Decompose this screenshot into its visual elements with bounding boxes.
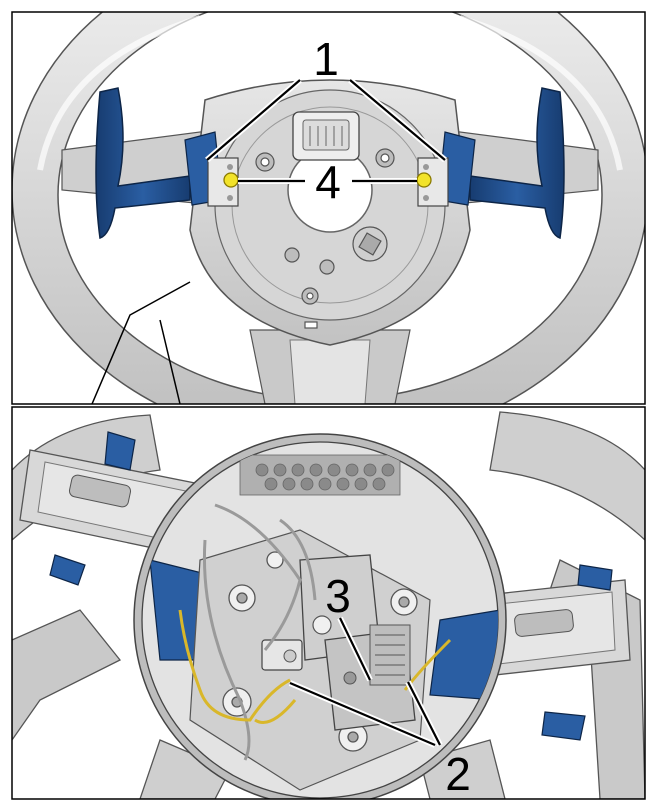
paddle-screws bbox=[223, 172, 432, 188]
zoom-indicator bbox=[91, 281, 191, 404]
callout-2: 2 bbox=[445, 748, 471, 800]
bottom-panel: 3 2 bbox=[12, 407, 645, 800]
callout-3: 3 bbox=[325, 570, 351, 622]
hub-fastener-holes bbox=[255, 148, 395, 329]
hub-interior bbox=[149, 454, 498, 791]
mounting-bosses bbox=[222, 551, 418, 752]
control-unit bbox=[299, 554, 416, 731]
wheel-hub bbox=[189, 79, 471, 346]
top-panel: 1 4 bbox=[12, 12, 645, 404]
callout-4: 4 bbox=[315, 156, 341, 208]
wire-connector bbox=[261, 639, 303, 671]
right-shift-paddle bbox=[417, 87, 565, 239]
wiring-harness bbox=[202, 503, 317, 761]
leader-lines-3 bbox=[337, 616, 373, 682]
left-paddle-screw bbox=[223, 172, 239, 188]
right-paddle-screw bbox=[416, 172, 432, 188]
callout-1: 1 bbox=[313, 33, 339, 85]
bottom-panel-frame bbox=[11, 406, 646, 800]
connector-block bbox=[292, 111, 360, 161]
honeycomb-grille bbox=[239, 454, 401, 496]
top-panel-frame bbox=[11, 11, 646, 405]
leader-lines-1 bbox=[205, 77, 447, 163]
leader-lines-2 bbox=[288, 680, 443, 748]
